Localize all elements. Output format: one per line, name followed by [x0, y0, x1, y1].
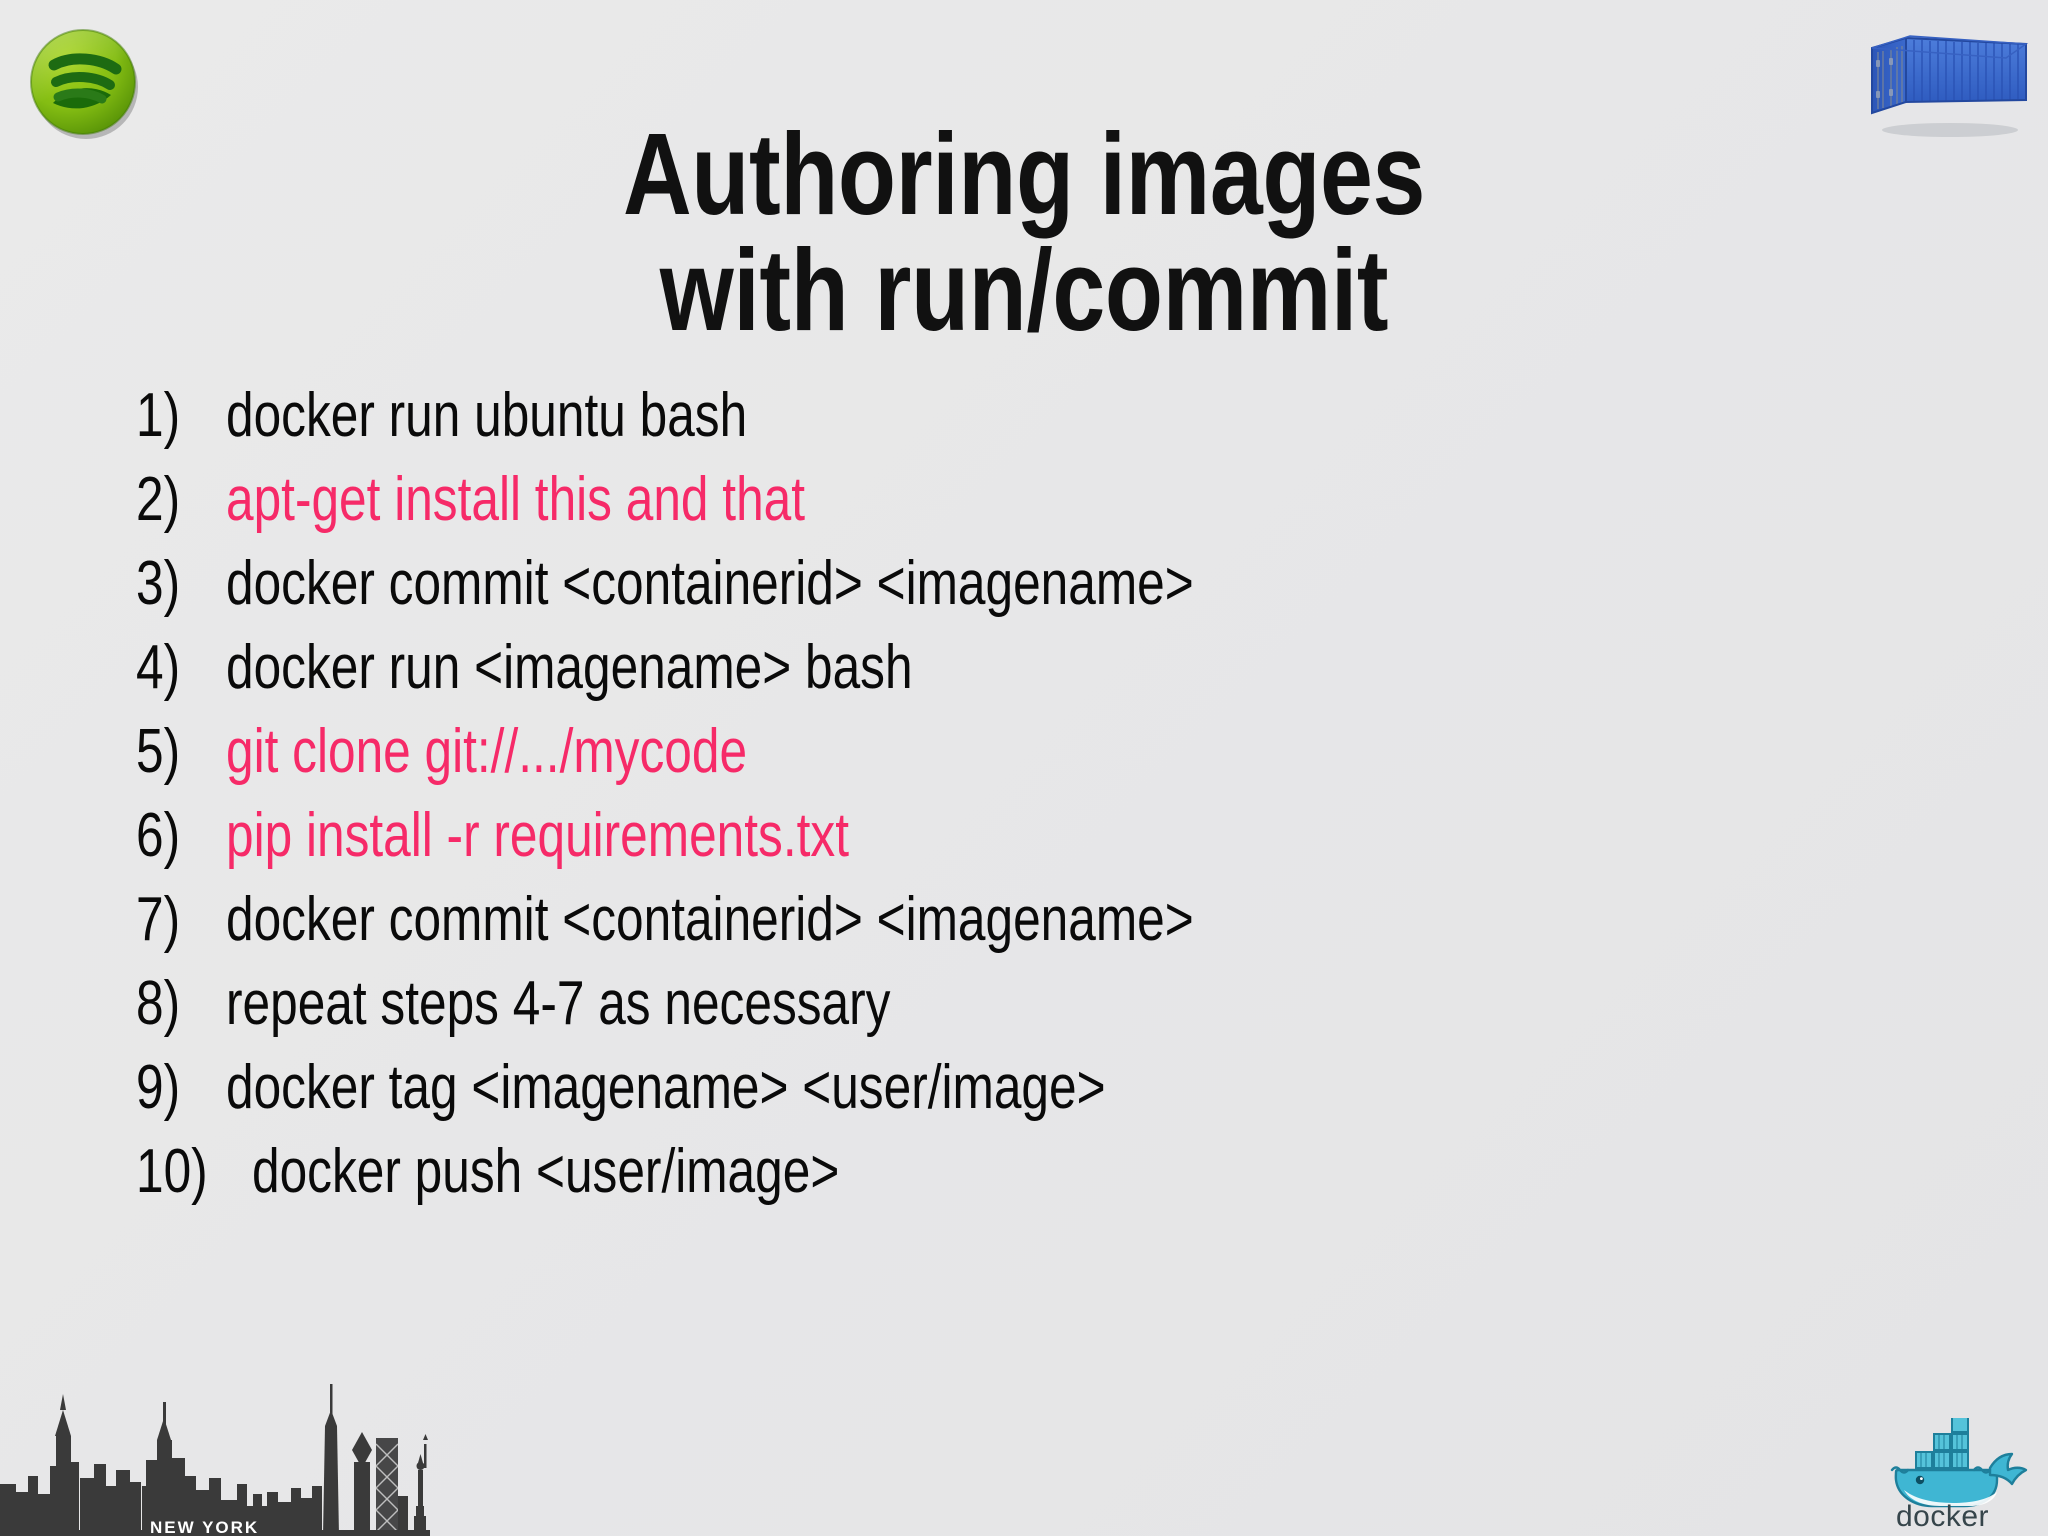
step-item: 4) docker run <imagename> bash	[136, 626, 1896, 710]
step-text: docker tag <imagename> <user/image>	[226, 1053, 1106, 1122]
slide-title: Authoring images with run/commit	[184, 116, 1863, 348]
step-item: 2) apt-get install this and that	[136, 458, 1896, 542]
spotify-logo-icon	[26, 25, 142, 141]
step-item: 1) docker run ubuntu bash	[136, 374, 1896, 458]
step-number: 5)	[136, 717, 181, 786]
step-text: apt-get install this and that	[226, 465, 806, 534]
step-number: 9)	[136, 1053, 181, 1122]
step-text: docker run ubuntu bash	[226, 381, 748, 450]
step-item: 6) pip install -r requirements.txt	[136, 794, 1896, 878]
step-number: 8)	[136, 969, 181, 1038]
step-item: 9) docker tag <imagename> <user/image>	[136, 1046, 1896, 1130]
shipping-container-image	[1858, 8, 2038, 148]
step-text: repeat steps 4-7 as necessary	[226, 969, 891, 1038]
step-number: 2)	[136, 465, 181, 534]
step-number: 7)	[136, 885, 181, 954]
step-text: docker commit <containerid> <imagename>	[226, 549, 1194, 618]
step-number: 3)	[136, 549, 181, 618]
step-text: docker run <imagename> bash	[226, 633, 913, 702]
new-york-skyline-graphic: NEW YORK	[0, 1366, 430, 1536]
step-number: 1)	[136, 381, 181, 450]
step-number: 6)	[136, 801, 181, 870]
title-line-2: with run/commit	[659, 224, 1389, 355]
step-item: 10) docker push <user/image>	[136, 1130, 1896, 1214]
step-text: git clone git://.../mycode	[226, 717, 748, 786]
title-line-1: Authoring images	[622, 108, 1426, 239]
step-item: 7) docker commit <containerid> <imagename…	[136, 878, 1896, 962]
step-number: 10)	[136, 1137, 208, 1206]
step-text: docker commit <containerid> <imagename>	[226, 885, 1194, 954]
step-text: pip install -r requirements.txt	[226, 801, 849, 870]
step-text: docker push <user/image>	[252, 1137, 840, 1206]
skyline-label: NEW YORK	[150, 1518, 259, 1536]
docker-logo: docker	[1890, 1415, 2030, 1533]
step-number: 4)	[136, 633, 181, 702]
step-item: 5) git clone git://.../mycode	[136, 710, 1896, 794]
docker-wordmark-text: docker	[1896, 1500, 1989, 1530]
steps-list: 1) docker run ubuntu bash 2) apt-get instal…	[96, 374, 1896, 1214]
step-item: 3) docker commit <containerid> <imagename…	[136, 542, 1896, 626]
step-item: 8) repeat steps 4-7 as necessary	[136, 962, 1896, 1046]
